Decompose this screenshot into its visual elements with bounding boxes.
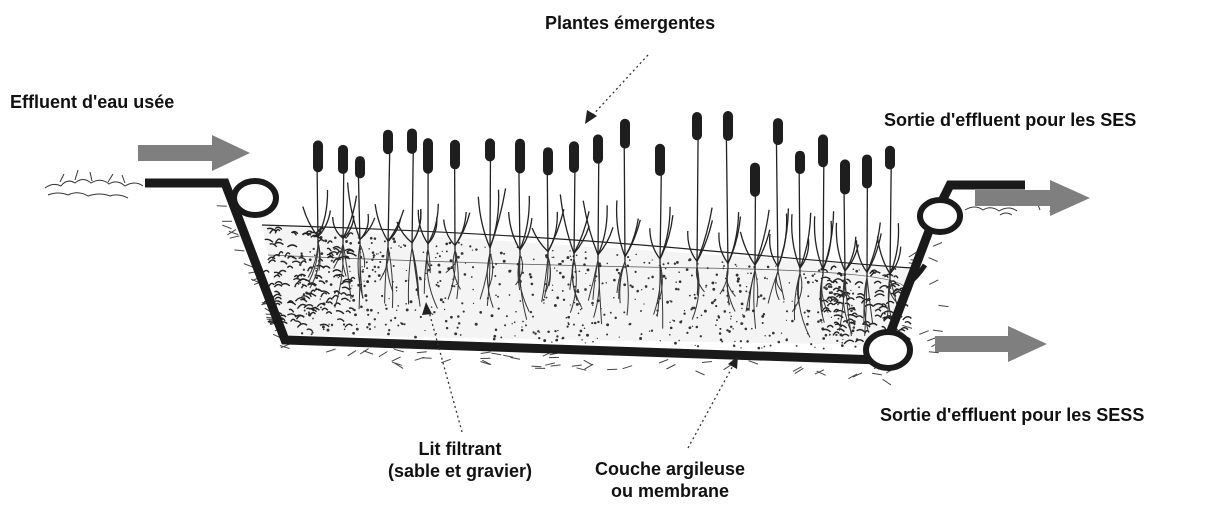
label-filter-bed-line2: (sable et gravier) xyxy=(370,461,550,483)
label-outflow-sess: Sortie d'effluent pour les SESS xyxy=(880,405,1144,427)
pipe-inlet xyxy=(234,181,276,215)
pipe-outlet-sess xyxy=(866,332,910,368)
label-outflow-ses: Sortie d'effluent pour les SES xyxy=(884,110,1136,132)
label-filter-bed: Lit filtrant (sable et gravier) xyxy=(370,439,550,482)
label-wastewater-inflow: Effluent d'eau usée xyxy=(10,92,174,114)
label-clay-liner: Couche argileuse ou membrane xyxy=(580,459,760,502)
pipe-outlet-ses xyxy=(920,200,960,232)
label-clay-liner-line1: Couche argileuse xyxy=(580,459,760,481)
label-filter-bed-line1: Lit filtrant xyxy=(370,439,550,461)
inflow-arrow xyxy=(138,135,250,171)
ground-left xyxy=(45,170,143,198)
label-clay-liner-line2: ou membrane xyxy=(580,481,760,503)
outflow-sess-arrow xyxy=(935,326,1047,362)
label-emergent-plants: Plantes émergentes xyxy=(545,13,715,35)
